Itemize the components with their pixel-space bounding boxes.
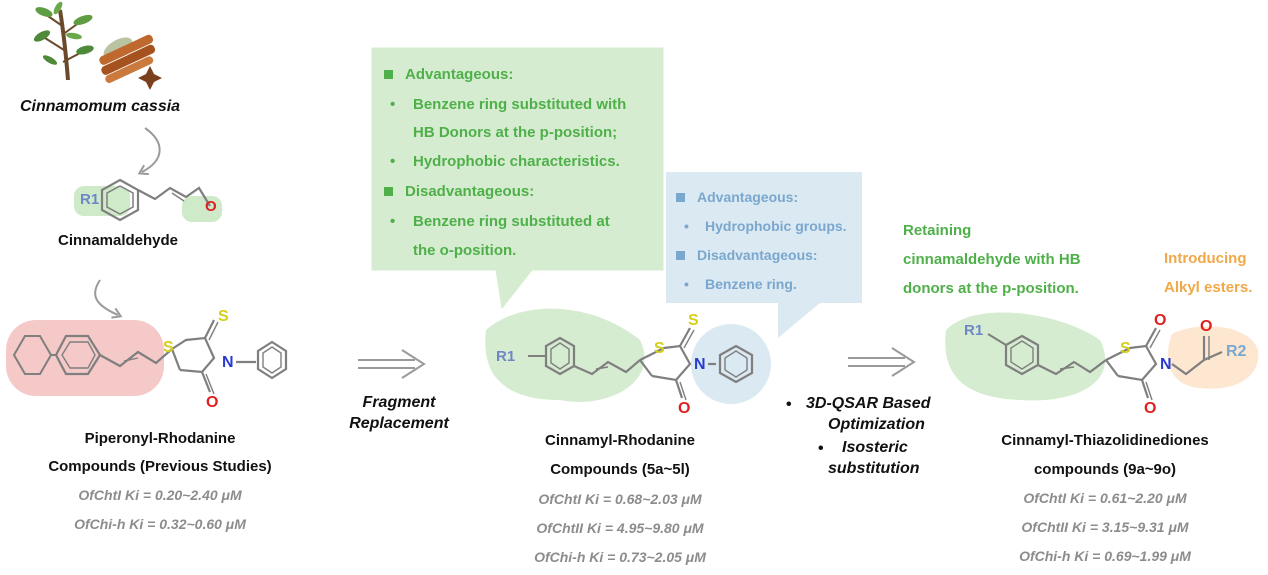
optimization-arrow	[848, 347, 916, 377]
green-callout-box	[371, 47, 664, 310]
retaining-line2: cinnamaldehyde with HB	[903, 251, 1081, 268]
compound3-ki-3: OfChi-h Ki = 0.69~1.99 μM	[1019, 548, 1191, 564]
isosteric-label-line1: Isosteric	[842, 439, 908, 456]
r2-label-c3: R2	[1226, 343, 1247, 360]
fragment-replacement-arrow	[358, 349, 426, 379]
green-adv-item2: Hydrophobic characteristics.	[413, 153, 620, 170]
compound2-structure	[485, 308, 771, 404]
sulfur-label-c3: S	[1120, 340, 1131, 357]
compound2-ki-2: OfChtII Ki = 4.95~9.80 μM	[536, 520, 704, 536]
compound2-ki-1: OfChtI Ki = 0.68~2.03 μM	[538, 491, 702, 507]
compound3-ki-2: OfChtII Ki = 3.15~9.31 μM	[1021, 519, 1189, 535]
fragment-label: Fragment	[362, 394, 436, 411]
retaining-line3: donors at the p-position.	[903, 280, 1079, 297]
bullet-dot-isosteric: •	[818, 440, 824, 457]
bullet-dot-qsar: •	[786, 396, 792, 413]
blue-square-bullet-dis	[676, 251, 685, 260]
green-dis-item1-line1: Benzene ring substituted at	[413, 213, 610, 230]
compound3-name-line2: compounds (9a~9o)	[1033, 461, 1177, 478]
green-square-bullet-adv	[384, 70, 393, 79]
blue-adv-item: Hydrophobic groups.	[705, 218, 847, 234]
blue-bullet-dot-1: •	[684, 218, 689, 234]
isosteric-label-line2: substitution	[828, 460, 920, 477]
qsar-label-line1: 3D-QSAR Based	[806, 395, 931, 412]
introducing-line2: Alkyl esters.	[1164, 279, 1253, 296]
cinnamaldehyde-structure	[74, 178, 222, 222]
green-adv-item1-line2: HB Donors at the p-position;	[413, 124, 618, 141]
green-square-bullet-dis	[384, 187, 393, 196]
green-bullet-dot-2: •	[390, 153, 396, 170]
green-dis-item1-line2: the o-position.	[413, 242, 517, 259]
sulfur-label-c2: S	[654, 340, 665, 357]
thione-sulfur-label-c2: S	[688, 312, 699, 329]
oxygen-label-c3-top: O	[1154, 312, 1167, 329]
arrow-plant-to-aldehyde	[137, 127, 161, 176]
compound1-name-line2: Compounds (Previous Studies)	[48, 458, 272, 475]
blue-bullet-dot-2: •	[684, 276, 689, 292]
compound3-name-line1: Cinnamyl-Thiazolidinediones	[1001, 432, 1209, 449]
plant-name: Cinnamomum cassia	[20, 98, 181, 115]
oxygen-label-c3-bottom: O	[1144, 400, 1157, 417]
qsar-label-line2: Optimization	[828, 416, 925, 433]
nitrogen-label-c2: N	[694, 356, 706, 373]
nitrogen-label-c3: N	[1160, 356, 1172, 373]
compound1-ki-2: OfChi-h Ki = 0.32~0.60 μM	[74, 516, 246, 532]
oxygen-label-aldehyde: O	[205, 198, 217, 215]
green-dis-title: Disadvantageous:	[405, 183, 535, 200]
r1-label-c3: R1	[964, 322, 984, 339]
r1-label-c2: R1	[496, 348, 516, 365]
introducing-line1: Introducing	[1164, 250, 1247, 267]
blue-adv-title: Advantageous:	[697, 189, 799, 205]
aldehyde-name: Cinnamaldehyde	[58, 232, 179, 249]
r1-label-aldehyde: R1	[80, 191, 100, 208]
blue-callout-box	[666, 172, 862, 338]
oxygen-label-ester: O	[1200, 318, 1213, 335]
compound3-ki-1: OfChtI Ki = 0.61~2.20 μM	[1023, 490, 1187, 506]
cinnamon-plant-icon	[33, 1, 94, 81]
nitrogen-label-c1: N	[222, 354, 234, 371]
compound1-name-line1: Piperonyl-Rhodanine	[84, 430, 236, 447]
blue-square-bullet-adv	[676, 193, 685, 202]
blue-dis-item: Benzene ring.	[705, 276, 797, 292]
retaining-line1: Retaining	[903, 222, 972, 239]
compound3-structure	[945, 312, 1259, 401]
green-bullet-dot-3: •	[390, 213, 396, 230]
cinnamon-sticks-icon	[99, 34, 162, 90]
sulfur-label-c1: S	[163, 339, 174, 356]
oxygen-label-c1: O	[206, 394, 219, 411]
replacement-label: Replacement	[349, 415, 449, 432]
oxygen-label-c2: O	[678, 400, 691, 417]
green-adv-item1-line1: Benzene ring substituted with	[413, 96, 627, 113]
compound2-name-line2: Compounds (5a~5l)	[550, 461, 690, 478]
compound1-structure	[6, 319, 288, 396]
green-adv-title: Advantageous:	[405, 66, 514, 83]
compound2-name-line1: Cinnamyl-Rhodanine	[544, 432, 695, 449]
thione-sulfur-label-c1: S	[218, 308, 229, 325]
blue-dis-title: Disadvantageous:	[697, 247, 818, 263]
green-bullet-dot-1: •	[390, 96, 396, 113]
arrow-aldehyde-to-compound1	[94, 279, 123, 319]
compound1-ki-1: OfChtI Ki = 0.20~2.40 μM	[78, 487, 242, 503]
compound2-ki-3: OfChi-h Ki = 0.73~2.05 μM	[534, 549, 706, 565]
